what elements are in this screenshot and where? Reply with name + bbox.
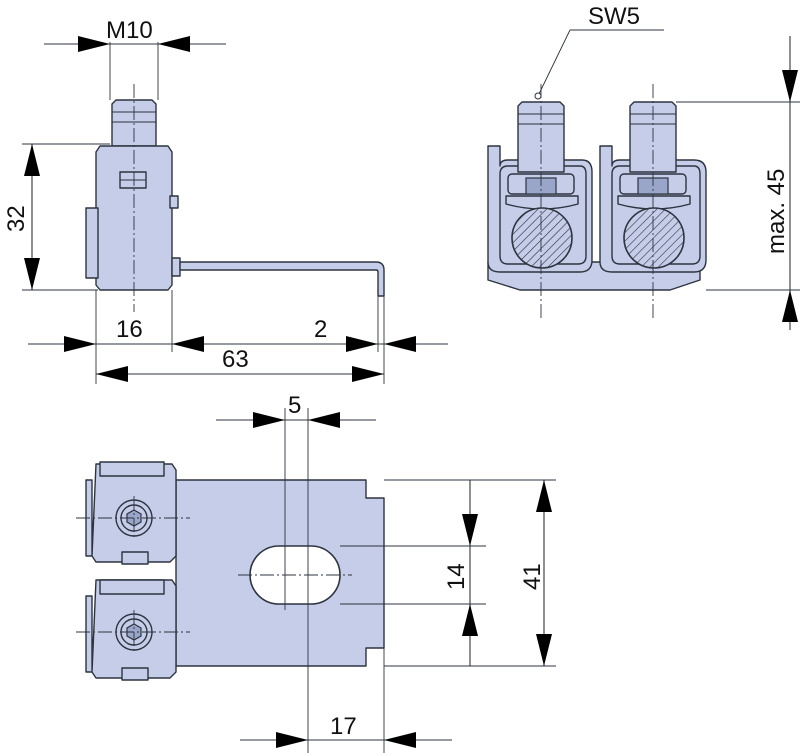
dim-slot-width: 5: [216, 392, 376, 753]
front-plate-right: [617, 195, 691, 210]
dim-plate-offset: 17: [240, 648, 452, 753]
dim-wrench: SW5: [534, 3, 664, 100]
front-view: [487, 84, 707, 318]
dim-slot-spacing: 14: [340, 480, 486, 666]
top-clamp-upper-tab: [121, 551, 149, 565]
dim-max-height: max. 45: [676, 36, 800, 330]
front-conductor-left: [511, 207, 573, 269]
side-clamp-right: [169, 195, 179, 209]
label-body-width: 16: [116, 316, 143, 343]
label-plate-height: 41: [519, 563, 546, 590]
label-total-length: 63: [222, 346, 249, 373]
label-strip-thickness: 2: [314, 316, 327, 343]
dim-total-length: 63: [96, 346, 384, 382]
top-clamp-lower-cap: [99, 579, 165, 595]
top-view: [76, 461, 385, 681]
dim-thread: M10: [44, 17, 226, 100]
label-plate-offset: 17: [330, 713, 357, 740]
label-slot-spacing: 14: [443, 563, 470, 590]
dim-body-width: 16 2: [28, 290, 448, 384]
label-thread: M10: [106, 17, 153, 44]
label-height: 32: [3, 205, 30, 232]
side-view: [85, 84, 385, 312]
label-max-height: max. 45: [763, 169, 790, 254]
label-wrench: SW5: [588, 3, 640, 30]
side-strip: [179, 261, 385, 297]
dim-plate-height: 41: [384, 479, 556, 667]
top-clamp-lower-tab: [121, 667, 149, 681]
side-clamp-left: [85, 207, 99, 279]
label-slot-width: 5: [288, 392, 301, 419]
front-plate-left: [505, 195, 579, 210]
dim-height: 32: [3, 143, 110, 291]
top-clamp-upper-cap: [99, 461, 165, 477]
side-strip-joint: [171, 257, 181, 277]
front-conductor-right: [623, 207, 685, 269]
